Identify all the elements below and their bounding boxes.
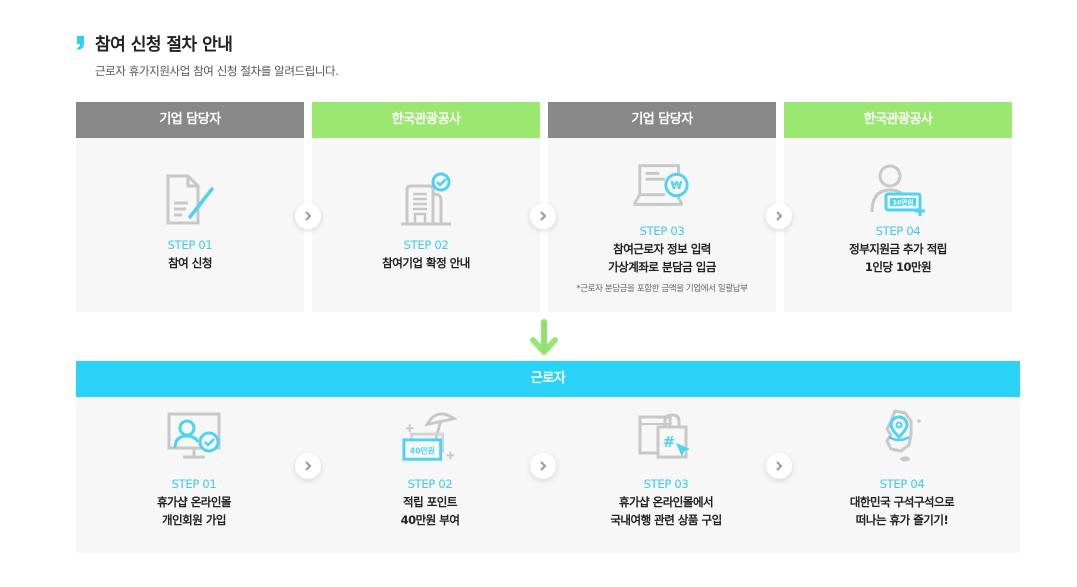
next-arrow-button	[530, 203, 556, 229]
company-steps: 기업 담당자 STEP 01 참여 신청 한국관광공사	[76, 102, 1020, 312]
worker-steps: STEP 01 휴가샵 온라인몰 개인회원 가입 40만원 STEP 02 적립…	[76, 397, 1020, 553]
person-money-plus-icon: 10만원	[868, 162, 928, 218]
step-description: 휴가샵 온라인몰 개인회원 가입	[156, 495, 232, 527]
step-label: STEP 03	[643, 477, 689, 491]
section-header: 참여 신청 절차 안내 근로자 휴가지원사업 참여 신청 절차를 알려드립니다.	[76, 30, 339, 79]
chevron-right-icon	[540, 211, 547, 221]
chevron-right-icon	[776, 211, 783, 221]
next-arrow-button	[295, 203, 321, 229]
company-step-card-4: 한국관광공사 10만원 STEP 04 정부지원금 추가 적립 1인당 10만원	[784, 102, 1012, 312]
title-text: 참여 신청 절차 안내	[95, 35, 233, 55]
step-role-header: 한국관광공사	[312, 102, 540, 138]
building-check-icon	[396, 172, 456, 228]
laptop-won-icon: ₩	[632, 158, 692, 214]
svg-text:10만원: 10만원	[892, 198, 913, 207]
monitor-user-check-icon	[164, 409, 224, 465]
page-subtitle: 근로자 휴가지원사업 참여 신청 절차를 알려드립니다.	[95, 64, 339, 78]
arrow-down-icon	[529, 318, 559, 358]
step-description: 참여근로자 정보 입력 가상계좌로 분담금 입금	[608, 242, 716, 274]
step-label: STEP 01	[167, 238, 213, 252]
umbrella-points-icon: 40만원	[400, 409, 460, 465]
page-title: 참여 신청 절차 안내	[76, 30, 339, 55]
company-step-card-2: 한국관광공사 STEP 02 참여기업 확정 안내	[312, 102, 540, 312]
step-description: 휴가샵 온라인몰에서 국내여행 관련 상품 구입	[610, 495, 722, 527]
worker-section-header: 근로자	[76, 361, 1020, 397]
step-label: STEP 02	[403, 238, 449, 252]
step-role-header: 한국관광공사	[784, 102, 1012, 138]
chevron-right-icon	[305, 211, 312, 221]
next-arrow-button	[766, 203, 792, 229]
korea-map-pin-icon	[872, 409, 932, 465]
step-description: 참여 신청	[168, 256, 212, 270]
step-description: 정부지원금 추가 적립 1인당 10만원	[849, 242, 947, 274]
worker-step-3: # STEP 03 휴가샵 온라인몰에서 국내여행 관련 상품 구입	[548, 397, 784, 553]
company-step-card-1: 기업 담당자 STEP 01 참여 신청	[76, 102, 304, 312]
step-label: STEP 04	[875, 224, 921, 238]
quote-mark-icon	[76, 35, 86, 51]
step-label: STEP 02	[407, 477, 453, 491]
worker-step-1: STEP 01 휴가샵 온라인몰 개인회원 가입	[76, 397, 312, 553]
company-step-card-3: 기업 담당자 ₩ STEP 03 참여근로자 정보 입력 가상계좌로 분담금 입…	[548, 102, 776, 312]
step-description: 적립 포인트 40만원 부여	[400, 495, 460, 527]
chevron-right-icon	[305, 461, 312, 471]
step-role-header: 기업 담당자	[548, 102, 776, 138]
svg-text:40만원: 40만원	[410, 445, 435, 455]
step-label: STEP 03	[639, 224, 685, 238]
svg-text:₩: ₩	[671, 179, 683, 192]
step-role-header: 기업 담당자	[76, 102, 304, 138]
worker-step-4: STEP 04 대한민국 구석구석으로 떠나는 휴가 즐기기!	[784, 397, 1020, 553]
next-arrow-button	[766, 453, 792, 479]
step-description: 참여기업 확정 안내	[382, 256, 470, 270]
chevron-right-icon	[776, 461, 783, 471]
step-description: 대한민국 구석구석으로 떠나는 휴가 즐기기!	[849, 495, 955, 527]
svg-text:#: #	[663, 433, 676, 451]
next-arrow-button	[530, 453, 556, 479]
worker-step-2: 40만원 STEP 02 적립 포인트 40만원 부여	[312, 397, 548, 553]
document-edit-icon	[160, 172, 220, 228]
next-arrow-button	[295, 453, 321, 479]
chevron-right-icon	[540, 461, 547, 471]
step-label: STEP 04	[879, 477, 925, 491]
step-note: *근로자 분담금을 포함한 금액을 기업에서 일괄납부	[576, 284, 748, 294]
shopping-bag-hashtag-icon: #	[636, 409, 696, 465]
step-label: STEP 01	[171, 477, 217, 491]
